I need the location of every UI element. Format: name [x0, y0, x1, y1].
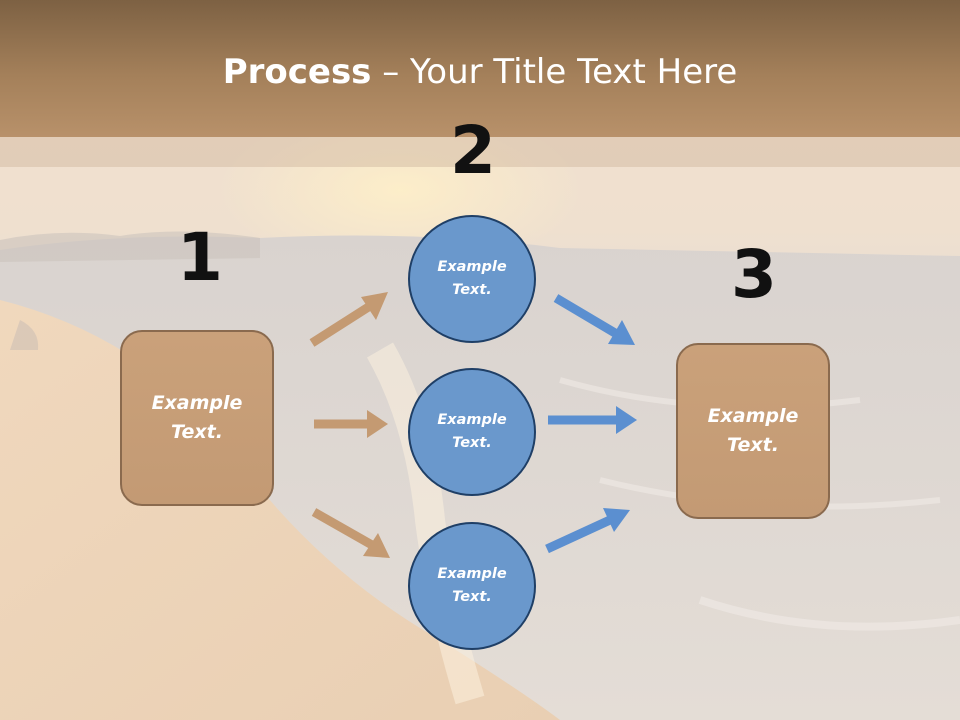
arrow-from-circle-top — [553, 294, 635, 345]
process-circle-middle: Example Text. — [408, 368, 536, 496]
circle-middle-text: Example Text. — [437, 412, 507, 451]
arrow-to-circle-top — [309, 292, 388, 347]
circle-bottom-text: Example Text. — [437, 566, 507, 605]
process-box-right: Example Text. — [676, 343, 830, 519]
circle-top-text: Example Text. — [437, 259, 507, 298]
title-bold: Process — [222, 52, 372, 92]
arrow-from-circle-bottom — [545, 508, 630, 554]
process-box-left: Example Text. — [120, 330, 274, 506]
slide-title: Process – Your Title Text Here — [0, 52, 960, 92]
box-left-text: Example Text. — [151, 392, 243, 443]
title-strip — [0, 137, 960, 167]
step-number-3: 3 — [731, 236, 777, 313]
arrow-from-circle-middle — [548, 406, 637, 434]
arrow-to-circle-middle — [314, 410, 388, 438]
arrow-to-circle-bottom — [311, 508, 390, 558]
step-number-1: 1 — [177, 219, 223, 296]
title-bar — [0, 0, 960, 137]
process-circle-bottom: Example Text. — [408, 522, 536, 650]
step-number-2: 2 — [450, 112, 496, 189]
process-circle-top: Example Text. — [408, 215, 536, 343]
title-rest: – Your Title Text Here — [371, 52, 738, 92]
box-right-text: Example Text. — [707, 405, 799, 456]
